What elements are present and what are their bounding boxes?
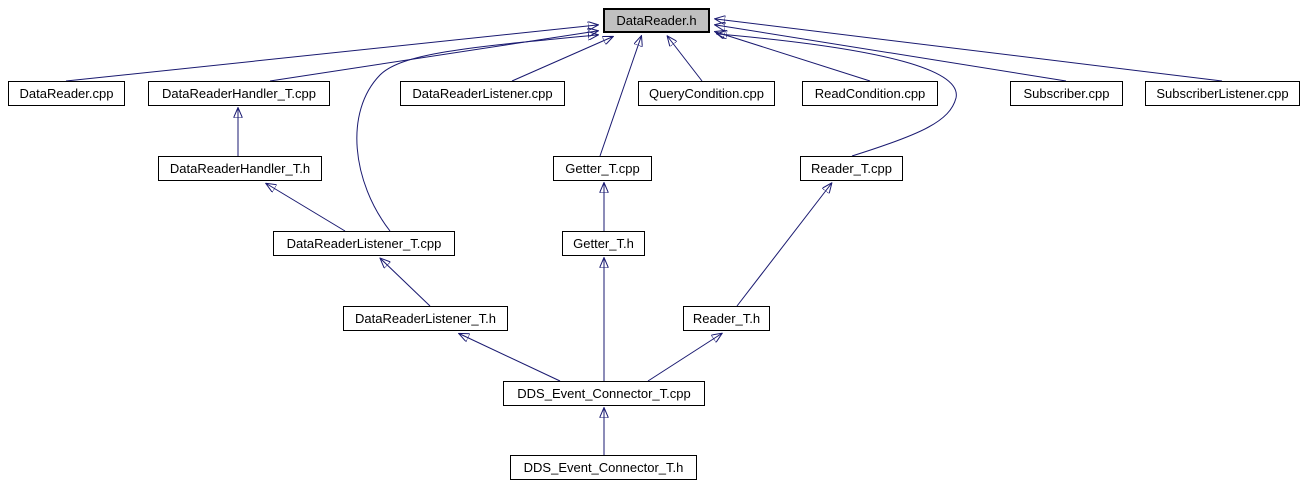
node-querycondition-cpp[interactable]: QueryCondition.cpp xyxy=(638,81,775,106)
edge-reader-t-cpp-to-datareader-h xyxy=(718,34,957,157)
edge-datareaderlistener-cpp-to-datareader-h xyxy=(511,37,612,82)
node-reader-t-cpp[interactable]: Reader_T.cpp xyxy=(800,156,903,181)
node-dds-event-connector-t-h[interactable]: DDS_Event_Connector_T.h xyxy=(510,455,697,480)
node-datareaderhandler-t-h[interactable]: DataReaderHandler_T.h xyxy=(158,156,322,181)
edge-readcondition-cpp-to-datareader-h xyxy=(716,32,871,82)
node-datareader-h[interactable]: DataReader.h xyxy=(603,8,710,33)
node-datareaderlistener-cpp[interactable]: DataReaderListener.cpp xyxy=(400,81,565,106)
edge-subscriber-cpp-to-datareader-h xyxy=(716,25,1067,82)
node-readcondition-cpp[interactable]: ReadCondition.cpp xyxy=(802,81,938,106)
node-getter-t-cpp[interactable]: Getter_T.cpp xyxy=(553,156,652,181)
edge-dds-event-connector-t-cpp-to-datareaderlistener-t-h xyxy=(460,334,561,382)
edge-subscriberlistener-cpp-to-datareader-h xyxy=(716,19,1223,82)
edge-dds-event-connector-t-cpp-to-reader-t-h xyxy=(647,334,721,382)
node-getter-t-h[interactable]: Getter_T.h xyxy=(562,231,645,256)
node-reader-t-h[interactable]: Reader_T.h xyxy=(683,306,770,331)
edge-datareaderlistener-t-cpp-to-datareaderhandler-t-h xyxy=(267,184,346,232)
node-datareaderlistener-t-h[interactable]: DataReaderListener_T.h xyxy=(343,306,508,331)
node-datareaderhandler-t-cpp[interactable]: DataReaderHandler_T.cpp xyxy=(148,81,330,106)
edge-datareaderlistener-t-h-to-datareaderlistener-t-cpp xyxy=(381,259,431,307)
node-dds-event-connector-t-cpp[interactable]: DDS_Event_Connector_T.cpp xyxy=(503,381,705,406)
node-datareaderlistener-t-cpp[interactable]: DataReaderListener_T.cpp xyxy=(273,231,455,256)
edge-datareaderlistener-t-cpp-to-datareader-h xyxy=(356,35,597,232)
node-datareader-cpp[interactable]: DataReader.cpp xyxy=(8,81,125,106)
edge-getter-t-cpp-to-datareader-h xyxy=(599,37,641,157)
node-subscriberlistener-cpp[interactable]: SubscriberListener.cpp xyxy=(1145,81,1300,106)
edge-datareader-cpp-to-datareader-h xyxy=(65,25,597,82)
edge-querycondition-cpp-to-datareader-h xyxy=(668,37,703,82)
edge-reader-t-h-to-reader-t-cpp xyxy=(736,184,831,307)
node-subscriber-cpp[interactable]: Subscriber.cpp xyxy=(1010,81,1123,106)
edge-datareaderhandler-t-cpp-to-datareader-h xyxy=(269,31,597,82)
